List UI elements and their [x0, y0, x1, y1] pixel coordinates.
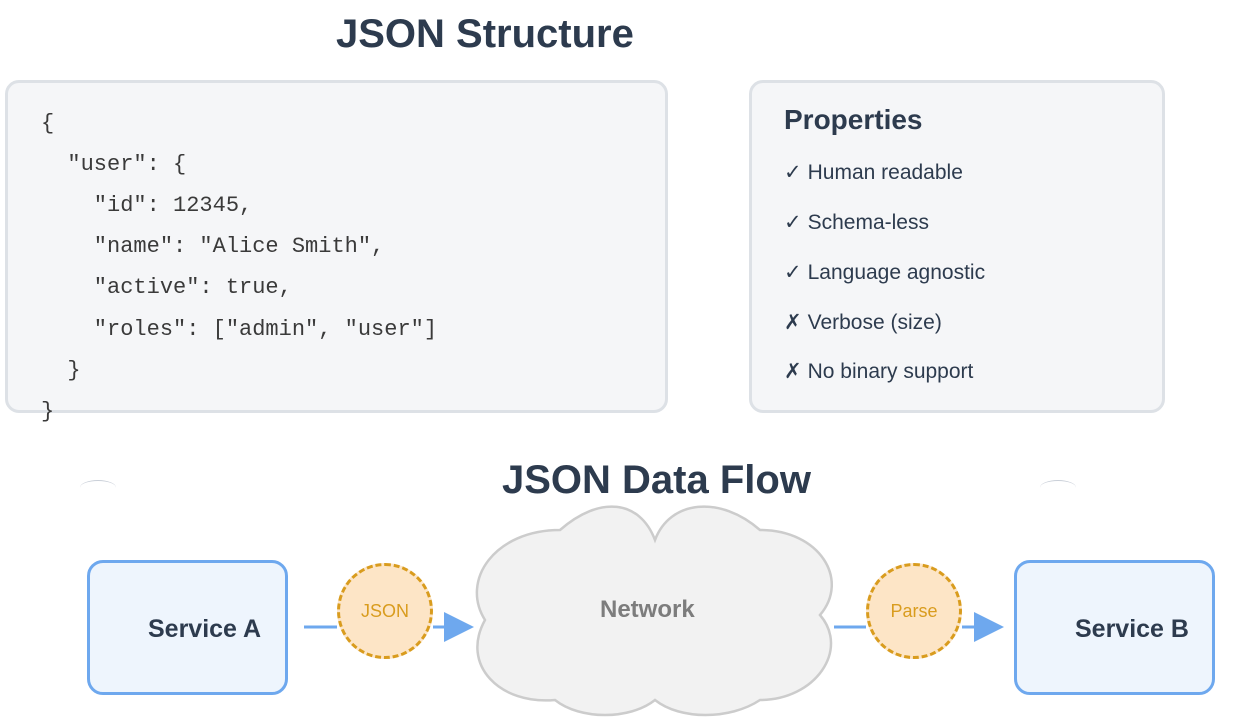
properties-panel: [749, 80, 1165, 413]
check-icon: ✓: [784, 211, 802, 234]
cross-icon: ✗: [784, 311, 802, 334]
service-a-label: Service A: [148, 615, 262, 643]
property-label: Human readable: [807, 161, 963, 184]
check-icon: ✓: [784, 261, 802, 284]
property-item: ✗Verbose (size): [784, 310, 942, 335]
property-item: ✗No binary support: [784, 359, 973, 384]
decorative-arc: [80, 480, 116, 495]
property-item: ✓Language agnostic: [784, 260, 985, 285]
property-label: No binary support: [807, 360, 974, 383]
check-icon: ✓: [784, 161, 802, 184]
service-a-box: Service A: [87, 560, 288, 695]
property-label: Verbose (size): [807, 311, 942, 334]
service-b-box: Service B: [1014, 560, 1215, 695]
json-data-flow-title: JSON Data Flow: [502, 458, 811, 502]
property-label: Schema-less: [807, 211, 929, 234]
code-line: "id": 12345,: [41, 193, 253, 218]
properties-title: Properties: [784, 104, 923, 135]
code-panel: [5, 80, 668, 413]
code-line: "active": true,: [41, 275, 292, 300]
service-b-label: Service B: [1075, 615, 1189, 643]
code-line: }: [41, 358, 81, 383]
decorative-arc: [1040, 480, 1076, 495]
parse-bubble: Parse: [866, 563, 962, 659]
code-line: "name": "Alice Smith",: [41, 234, 385, 259]
property-label: Language agnostic: [807, 261, 986, 284]
code-line: }: [41, 399, 55, 424]
json-structure-title: JSON Structure: [336, 12, 634, 56]
json-bubble: JSON: [337, 563, 433, 659]
code-line: "roles": ["admin", "user"]: [41, 317, 438, 342]
cross-icon: ✗: [784, 360, 802, 383]
network-cloud: [475, 505, 833, 717]
code-line: {: [41, 111, 55, 136]
code-line: "user": {: [41, 152, 187, 177]
property-item: ✓Human readable: [784, 160, 963, 185]
property-item: ✓Schema-less: [784, 210, 929, 235]
network-label: Network: [600, 596, 695, 623]
